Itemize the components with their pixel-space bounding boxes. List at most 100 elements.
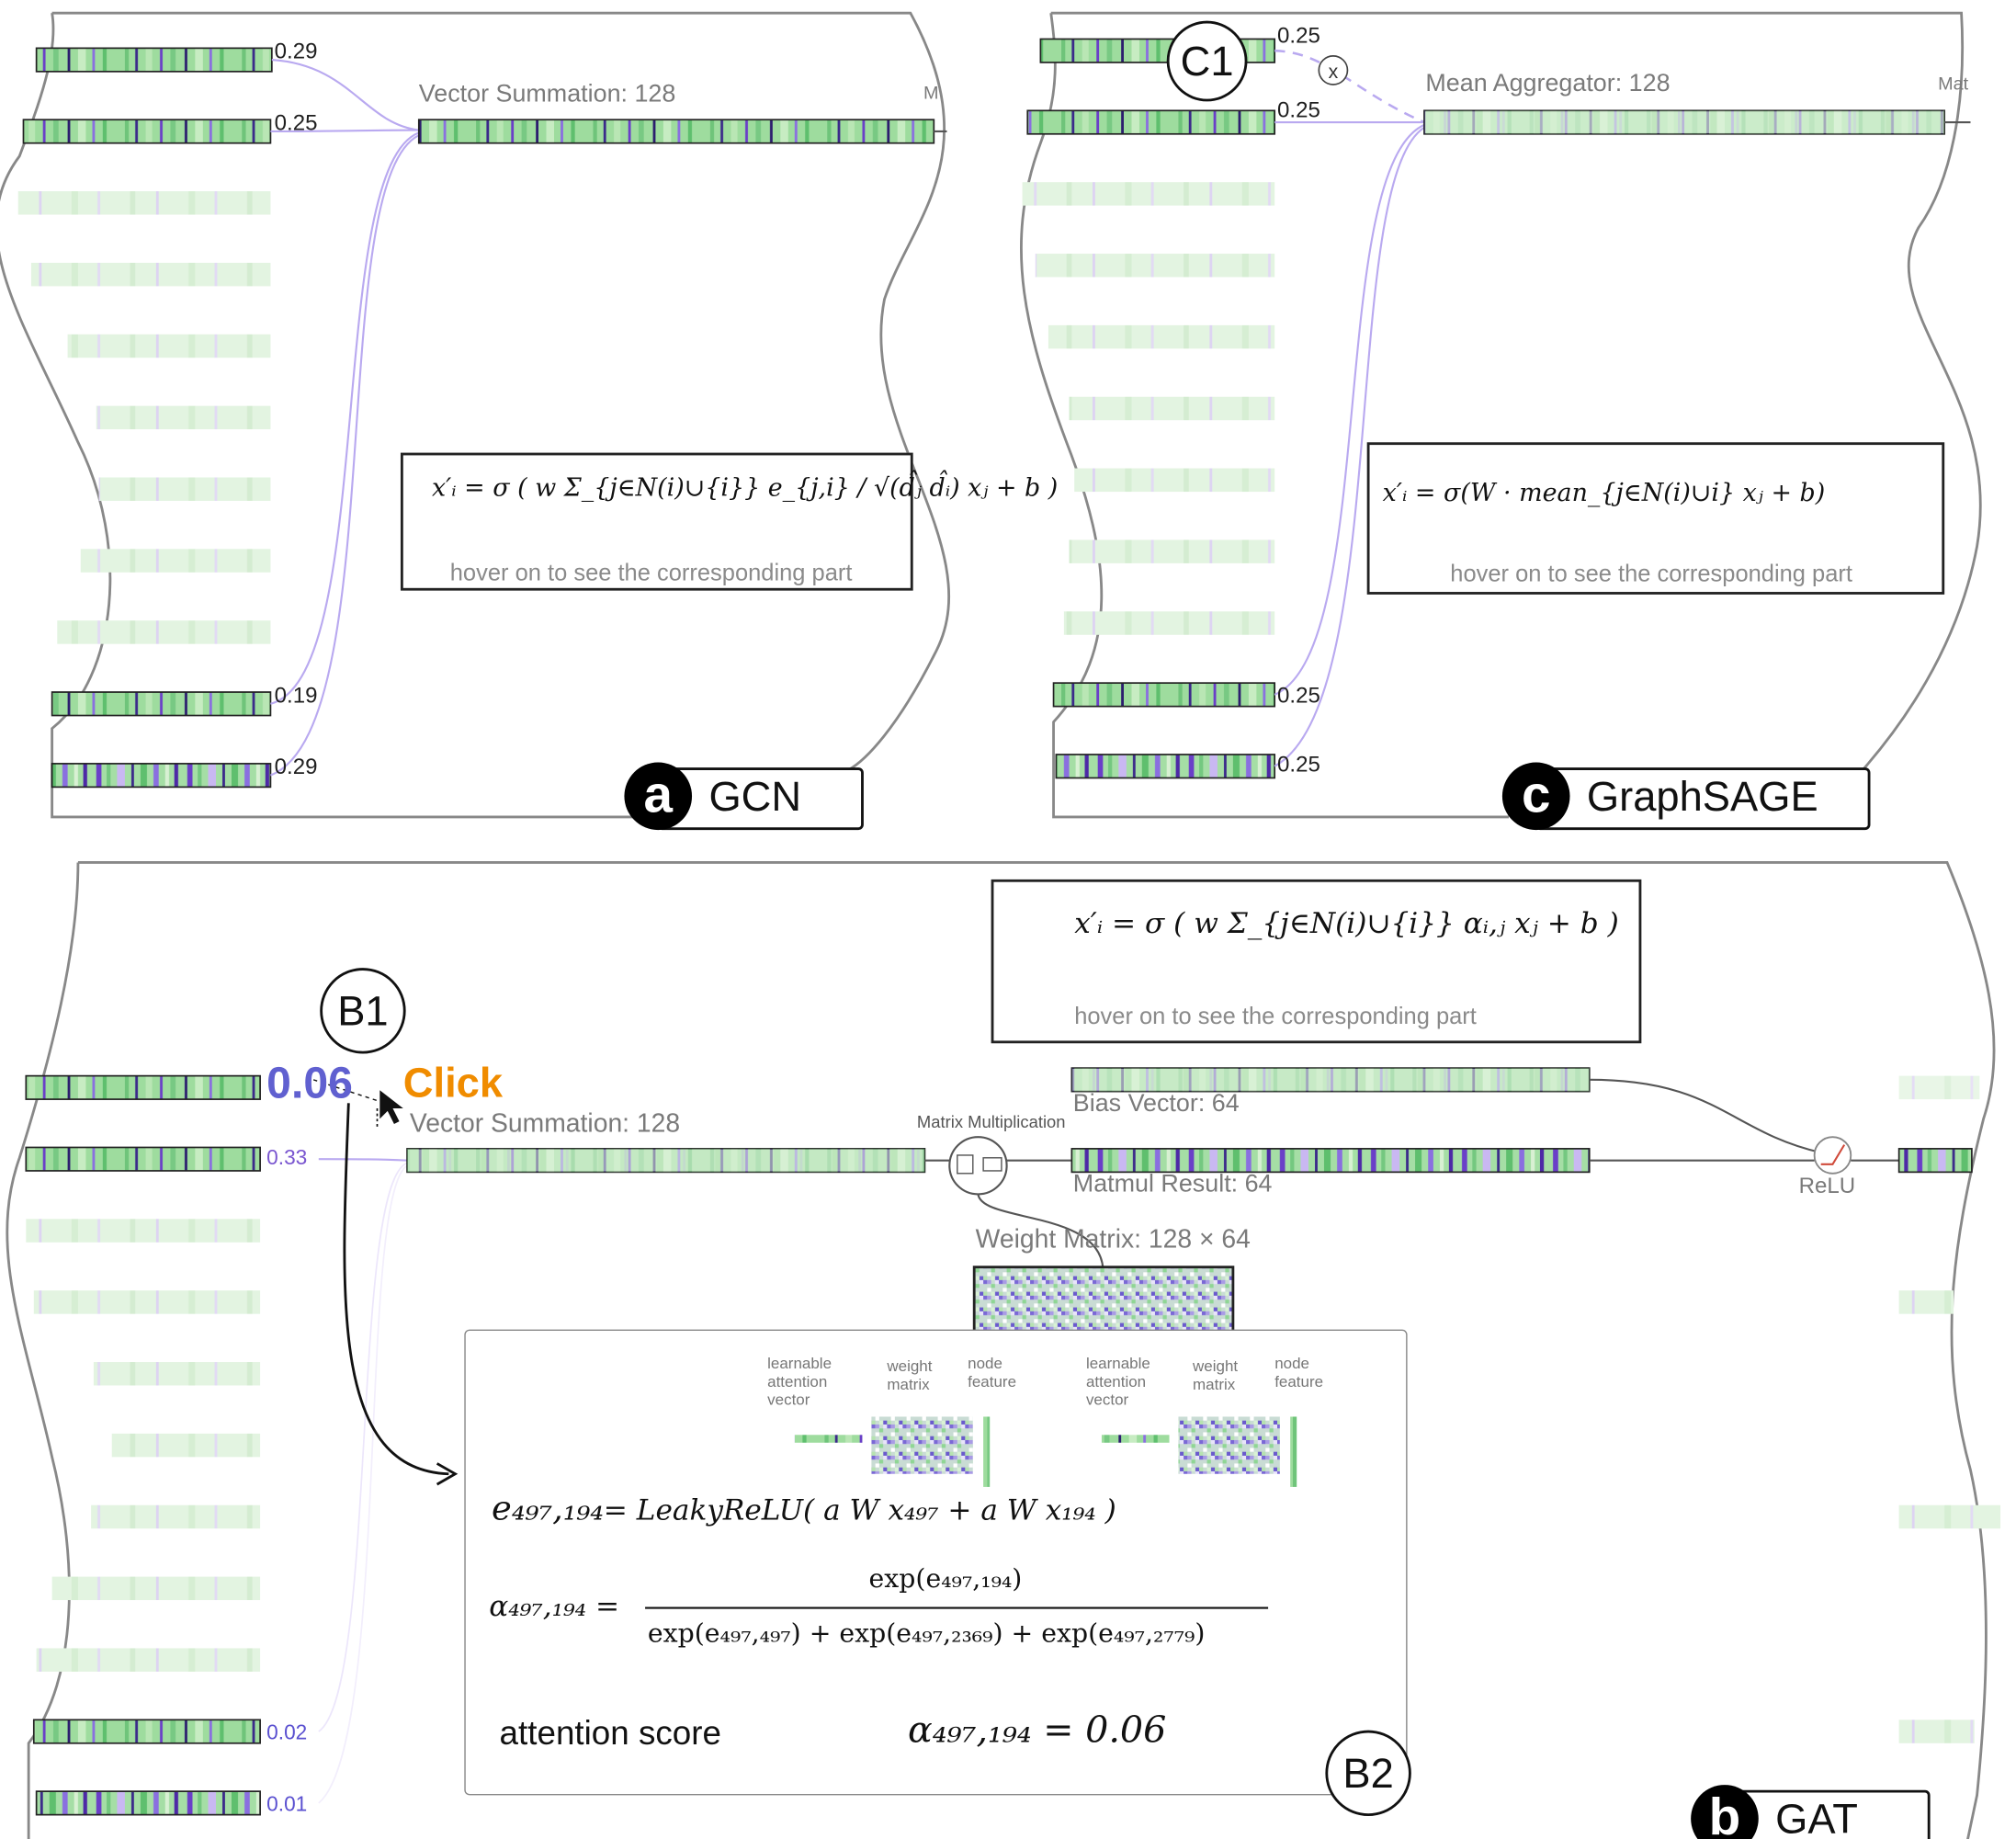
gat-output-vector xyxy=(1897,1148,1973,1174)
graphsage-faded-vector xyxy=(1035,254,1275,278)
gat-formula-box[interactable]: x′ᵢ = σ ( w Σ_{j∈N(i)∪{i}} αᵢ,ⱼ xⱼ + b )… xyxy=(991,879,1642,1044)
node-feature-mini xyxy=(983,1416,991,1487)
attention-detail-panel: learnable attention vector weight matrix… xyxy=(464,1329,1408,1796)
graphsage-weight[interactable]: 0.25 xyxy=(1277,97,1320,123)
svg-text:x: x xyxy=(1329,62,1339,83)
gat-faded-output xyxy=(1898,1075,1980,1100)
gcn-edge xyxy=(271,59,419,131)
gat-faded-vector xyxy=(111,1433,261,1458)
gat-layer-label: Vector Summation: 128 xyxy=(409,1109,681,1139)
graphsage-tag xyxy=(1535,767,1871,831)
callout-b1: B1 xyxy=(320,968,406,1054)
weight-matrix-heatmap xyxy=(972,1266,1235,1334)
attention-vector-mini xyxy=(794,1435,863,1443)
gat-faded-vector xyxy=(93,1362,261,1386)
multiply-icon xyxy=(1318,55,1349,85)
graphsage-layer-label: Mean Aggregator: 128 xyxy=(1425,70,1671,98)
e-equation-lhs: e₄₉₇,₁₉₄ xyxy=(492,1489,605,1529)
graphsage-weight[interactable]: 0.25 xyxy=(1277,683,1320,709)
graphsage-hover-note: hover on to see the corresponding part xyxy=(1450,561,1852,587)
gcn-formula-box[interactable]: x′ᵢ = σ ( w Σ_{j∈N(i)∪{i}} e_{j,i} / √(d… xyxy=(400,452,1058,591)
gat-faded-vector xyxy=(51,1576,261,1601)
gat-weight[interactable]: 0.01 xyxy=(266,1793,308,1817)
gat-edge xyxy=(318,1158,408,1162)
graphsage-title: GraphSAGE xyxy=(1586,772,1818,820)
gat-weight[interactable]: 0.02 xyxy=(266,1722,308,1745)
gat-faded-vector xyxy=(33,1290,261,1314)
graphsage-faded-vector xyxy=(1022,182,1275,206)
gat-title: GAT xyxy=(1775,1795,1858,1839)
graphsage-weight[interactable]: 0.25 xyxy=(1277,23,1320,49)
gat-neighbor-vector xyxy=(25,1146,261,1172)
gcn-faded-vector xyxy=(67,334,271,358)
weight-matrix-label: Weight Matrix: 128 × 64 xyxy=(975,1225,1251,1254)
gat-faded-output xyxy=(1898,1504,2001,1529)
graphsage-panel-outline xyxy=(1020,11,1982,819)
gat-faded-output xyxy=(1898,1720,1975,1743)
graphsage-badge: c xyxy=(1501,762,1570,831)
gcn-weight[interactable]: 0.29 xyxy=(274,39,318,64)
graphsage-edge xyxy=(1274,126,1425,767)
matmul-result-vector xyxy=(1070,1148,1591,1174)
graphsage-formula[interactable]: x′ᵢ = σ(W · mean_{j∈N(i)∪i} xⱼ + b) xyxy=(1382,478,1826,508)
gcn-faded-vector xyxy=(80,549,271,573)
gcn-weight[interactable]: 0.25 xyxy=(274,110,318,136)
gcn-weight[interactable]: 0.19 xyxy=(274,683,318,709)
detail-group-label: learnable attention vector xyxy=(767,1354,832,1409)
attention-score-label: attention score xyxy=(499,1713,721,1753)
gcn-faded-vector xyxy=(17,191,271,215)
gat-neighbor-vector xyxy=(35,1790,261,1816)
graphsage-neighbor-vector xyxy=(1026,109,1276,135)
gat-neighbor-vector xyxy=(25,1074,261,1100)
alpha-numerator: exp(e₄₉₇,₁₉₄) xyxy=(868,1562,1023,1594)
gat-faded-vector xyxy=(91,1504,261,1529)
gcn-edge xyxy=(270,134,420,777)
gcn-faded-vector xyxy=(30,262,271,287)
callout-b2: B2 xyxy=(1325,1730,1411,1817)
gat-weight[interactable]: 0.33 xyxy=(266,1147,308,1170)
click-arrow xyxy=(343,1103,449,1476)
graphsage-weight[interactable]: 0.25 xyxy=(1277,752,1320,778)
attention-vector-mini xyxy=(1101,1435,1170,1443)
gcn-neighbor-vector xyxy=(22,119,272,144)
matmul-result-label: Matmul Result: 64 xyxy=(1072,1170,1273,1198)
detail-group-label: learnable attention vector xyxy=(1085,1354,1150,1409)
gcn-layer-label: Vector Summation: 128 xyxy=(418,80,676,108)
gat-formula[interactable]: x′ᵢ = σ ( w Σ_{j∈N(i)∪{i}} αᵢ,ⱼ xⱼ + b ) xyxy=(1074,908,1619,941)
gat-faded-output xyxy=(1898,1290,1954,1314)
relu-label: ReLU xyxy=(1798,1173,1856,1198)
gcn-neighbor-vector xyxy=(51,691,272,717)
relu-icon xyxy=(1813,1136,1852,1175)
graphsage-edge xyxy=(1274,123,1425,696)
graphsage-faded-vector xyxy=(1069,539,1275,563)
graphsage-faded-vector xyxy=(1069,396,1275,421)
gcn-weight[interactable]: 0.29 xyxy=(274,754,318,779)
gcn-edge xyxy=(270,131,420,705)
graphsage-formula-box[interactable]: x′ᵢ = σ(W · mean_{j∈N(i)∪i} xⱼ + b) hove… xyxy=(1366,442,1945,595)
attention-score-value: α₄₉₇,₁₉₄ = 0.06 xyxy=(908,1708,1167,1752)
graphsage-cut-label: Mat xyxy=(1938,73,1969,94)
graphsage-faded-vector xyxy=(1048,324,1275,349)
gat-weight-selected[interactable]: 0.06 xyxy=(266,1059,353,1109)
detail-group-label: weight matrix xyxy=(887,1357,933,1394)
gat-badge: b xyxy=(1691,1785,1759,1839)
detail-group-label: node feature xyxy=(968,1354,1017,1391)
node-feature-mini xyxy=(1290,1416,1297,1487)
gcn-faded-vector xyxy=(57,620,271,644)
click-label: Click xyxy=(402,1059,504,1107)
gcn-faded-vector xyxy=(96,405,271,430)
weight-matrix-mini xyxy=(1178,1416,1280,1474)
gat-edge xyxy=(318,1164,408,1804)
gat-hover-note: hover on to see the corresponding part xyxy=(1074,1003,1477,1029)
gcn-cut-label: M xyxy=(923,82,939,103)
bias-label: Bias Vector: 64 xyxy=(1072,1090,1240,1118)
alpha-denominator: exp(e₄₉₇,₄₉₇) + exp(e₄₉₇,₂₃₆₉) + exp(e₄₉… xyxy=(647,1617,1206,1649)
graphsage-faded-vector xyxy=(1074,468,1275,493)
matrix-multiplication-icon xyxy=(948,1136,1008,1196)
gcn-formula[interactable]: x′ᵢ = σ ( w Σ_{j∈N(i)∪{i}} e_{j,i} / √(d… xyxy=(431,473,1059,503)
gcn-badge: a xyxy=(624,762,693,831)
gcn-faded-vector xyxy=(98,477,271,501)
